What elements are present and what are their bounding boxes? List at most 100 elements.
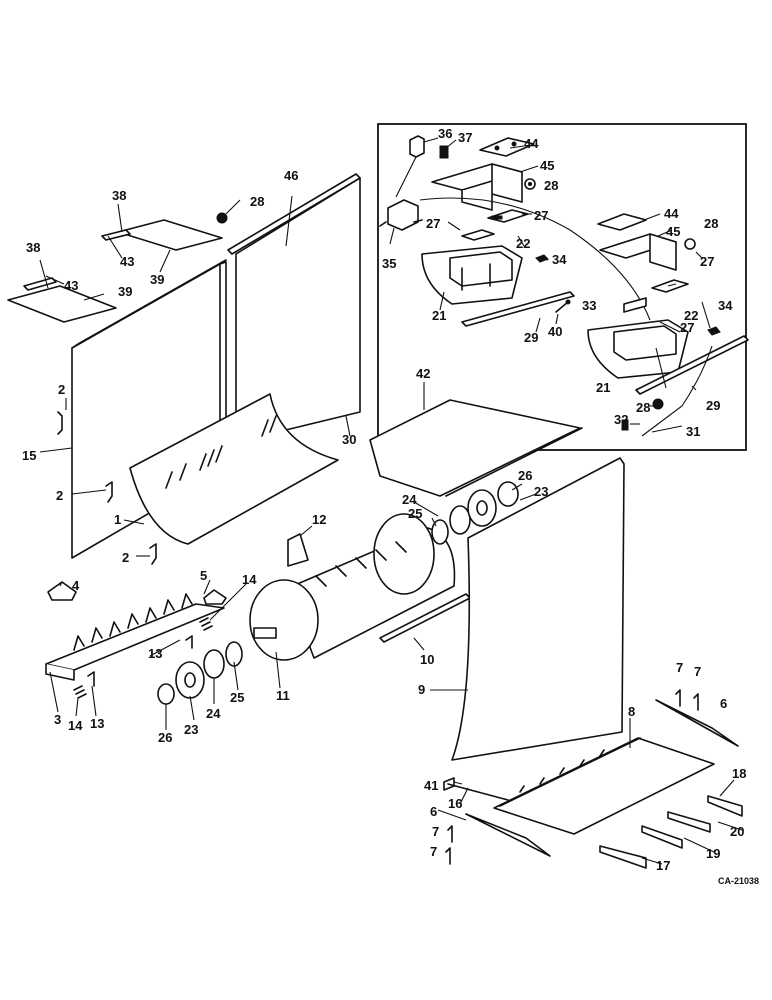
callout-18: 18: [732, 766, 746, 781]
part-2-hook-a: [57, 411, 63, 435]
callout-24: 24: [206, 706, 221, 721]
part-18-tooth: [707, 795, 743, 817]
part-14-spring-a: [199, 617, 213, 631]
part-14-spring-b: [73, 685, 87, 699]
part-4-block: [47, 581, 77, 601]
callout-32: 32: [614, 412, 628, 427]
callout-38: 38: [26, 240, 40, 255]
callout-4: 4: [72, 578, 80, 593]
callout-6: 6: [720, 696, 727, 711]
part-13-hook-b: [87, 671, 95, 687]
callout-17: 17: [656, 858, 670, 873]
part-24-seal-b: [203, 649, 225, 679]
callout-21: 21: [596, 380, 610, 395]
part-11-rotor: [249, 513, 456, 661]
callout-14: 14: [68, 718, 83, 733]
part-13-hook-a: [185, 635, 193, 649]
part-22-strap-b: [623, 297, 647, 313]
callout-27: 27: [700, 254, 714, 269]
callout-9: 9: [418, 682, 425, 697]
callout-37: 37: [458, 130, 472, 145]
part-39-cover-upper: [101, 219, 223, 251]
callout-31: 31: [686, 424, 700, 439]
callout-13: 13: [90, 716, 104, 731]
callout-23: 23: [184, 722, 198, 737]
part-8-frame: [493, 737, 715, 835]
callout-43: 43: [120, 254, 134, 269]
part-35-latch: [379, 199, 423, 231]
callout-3: 3: [54, 712, 61, 727]
callout-10: 10: [420, 652, 434, 667]
callout-33: 33: [582, 298, 596, 313]
part-34-bolt-b: [707, 326, 721, 336]
callout-14: 14: [242, 572, 257, 587]
callout-46: 46: [284, 168, 298, 183]
part-7-hook-d: [445, 847, 451, 865]
part-29-angle-a: [461, 291, 575, 327]
part-5-block: [203, 589, 227, 605]
part-26-collar-b: [157, 683, 175, 705]
part-40-pin: [555, 299, 571, 313]
callout-2: 2: [58, 382, 65, 397]
callout-11: 11: [276, 688, 290, 703]
callout-41: 41: [424, 778, 438, 793]
part-26-collar-a: [497, 481, 519, 507]
part-20-tooth: [667, 811, 711, 833]
part-7-hook-c: [447, 825, 453, 843]
callout-27: 27: [426, 216, 440, 231]
callout-7: 7: [430, 844, 437, 859]
callout-21: 21: [432, 308, 446, 323]
part-6-plate-a: [655, 699, 739, 747]
part-2-hook-c: [149, 543, 157, 565]
callout-27: 27: [534, 208, 548, 223]
part-24-seal-a: [449, 505, 471, 535]
callout-labels: 36 37 44 45 28 27 27 22 35 34 21 29 40 3…: [22, 126, 746, 873]
callout-42: 42: [416, 366, 430, 381]
callout-28: 28: [636, 400, 650, 415]
part-45-bracket-b: [599, 233, 677, 271]
callout-40: 40: [548, 324, 562, 339]
callout-28: 28: [704, 216, 718, 231]
callout-39: 39: [150, 272, 164, 287]
callout-44: 44: [664, 206, 679, 221]
callout-45: 45: [666, 224, 680, 239]
part-27-hinge-a: [487, 209, 529, 223]
callout-28: 28: [544, 178, 558, 193]
callout-6: 6: [430, 804, 437, 819]
part-6-plate-b: [465, 813, 551, 857]
callout-39: 39: [118, 284, 132, 299]
part-28-nut-b: [684, 238, 696, 250]
callout-34: 34: [718, 298, 733, 313]
callout-45: 45: [540, 158, 554, 173]
part-44-plate-b: [597, 213, 647, 231]
callout-19: 19: [706, 846, 720, 861]
callout-27: 27: [680, 320, 694, 335]
callout-25: 25: [230, 690, 244, 705]
part-7-hook-b: [693, 693, 699, 711]
callout-28: 28: [250, 194, 264, 209]
callout-38: 38: [112, 188, 126, 203]
callout-35: 35: [382, 256, 396, 271]
part-2-hook-b: [105, 481, 113, 503]
inset-frame: [377, 123, 747, 451]
part-46-strip: [227, 173, 361, 255]
callout-22: 22: [516, 236, 530, 251]
callout-24: 24: [402, 492, 417, 507]
callout-26: 26: [518, 468, 532, 483]
callout-25: 25: [408, 506, 422, 521]
part-3-comb-bar: [45, 593, 225, 681]
part-28-nut-c: [652, 398, 664, 410]
callout-7: 7: [694, 664, 701, 679]
callout-5: 5: [200, 568, 207, 583]
part-32-bolt: [621, 419, 629, 431]
part-27-hinge-b: [461, 229, 495, 241]
part-28-washer-d: [216, 212, 228, 224]
callout-43: 43: [64, 278, 78, 293]
callout-8: 8: [628, 704, 635, 719]
part-23-flange-a: [467, 489, 497, 527]
callout-12: 12: [312, 512, 326, 527]
drawing-reference: CA-21038: [718, 876, 759, 886]
part-25-bearing-b: [225, 641, 243, 667]
part-21-cover-b: [587, 319, 689, 379]
callout-22: 22: [684, 308, 698, 323]
